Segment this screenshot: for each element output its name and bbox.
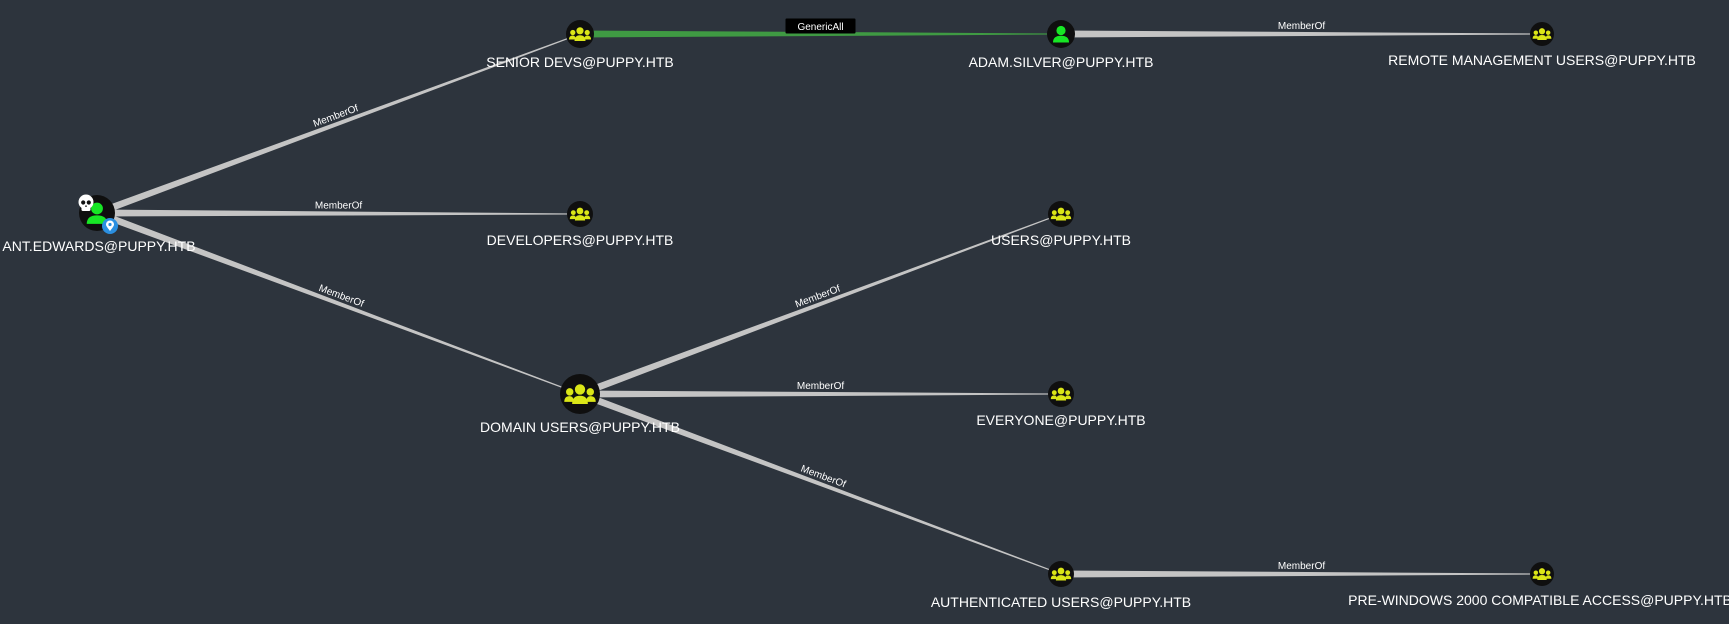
edge-ant-developers[interactable]: MemberOf [96, 200, 581, 217]
node-domainusers[interactable]: DOMAIN USERS@PUPPY.HTB [480, 374, 680, 435]
edge-authusers-prewin[interactable]: MemberOf [1061, 561, 1542, 578]
edge-label-group: MemberOf [1278, 21, 1325, 32]
user-icon [1053, 25, 1069, 43]
node-ant[interactable]: ANT.EDWARDS@PUPPY.HTB [2, 194, 196, 255]
edge-seniordevs-adam[interactable]: GenericAll [580, 18, 1061, 38]
node-label: ADAM.SILVER@PUPPY.HTB [969, 54, 1154, 70]
group-icon [1050, 567, 1072, 581]
edge-domainusers-everyone[interactable]: MemberOf [580, 381, 1061, 398]
edge-line[interactable] [580, 390, 1061, 398]
node-everyone[interactable]: EVERYONE@PUPPY.HTB [976, 381, 1146, 428]
node-developers[interactable]: DEVELOPERS@PUPPY.HTB [487, 201, 674, 248]
edge-label-group: GenericAll [785, 18, 856, 34]
edge-line[interactable] [95, 33, 581, 217]
node-label: DOMAIN USERS@PUPPY.HTB [480, 419, 680, 435]
edge-adam-remote[interactable]: MemberOf [1061, 21, 1542, 38]
edge-line[interactable] [1061, 30, 1542, 38]
node-authusers[interactable]: AUTHENTICATED USERS@PUPPY.HTB [931, 561, 1191, 610]
edge-label-group: MemberOf [315, 200, 362, 211]
node-label: AUTHENTICATED USERS@PUPPY.HTB [931, 594, 1191, 610]
edge-label: MemberOf [1278, 561, 1325, 572]
group-icon [569, 27, 591, 41]
group-icon [1050, 387, 1072, 401]
node-label: PRE-WINDOWS 2000 COMPATIBLE ACCESS@PUPPY… [1348, 592, 1729, 608]
edge-line[interactable] [96, 209, 581, 217]
edge-label: MemberOf [797, 381, 844, 392]
edge-line[interactable] [1061, 570, 1542, 578]
edge-label: MemberOf [315, 200, 362, 211]
node-label: DEVELOPERS@PUPPY.HTB [487, 232, 674, 248]
node-label: ANT.EDWARDS@PUPPY.HTB [2, 238, 195, 254]
group-icon [1532, 568, 1552, 580]
group-icon [1532, 28, 1552, 40]
node-users[interactable]: USERS@PUPPY.HTB [991, 201, 1131, 248]
node-remote[interactable]: REMOTE MANAGEMENT USERS@PUPPY.HTB [1388, 22, 1696, 68]
location-pin-icon [102, 218, 118, 234]
node-label: REMOTE MANAGEMENT USERS@PUPPY.HTB [1388, 52, 1696, 68]
node-adam[interactable]: ADAM.SILVER@PUPPY.HTB [969, 20, 1154, 70]
edge-line[interactable] [578, 390, 1062, 575]
edge-line[interactable] [578, 213, 1062, 398]
group-icon [1050, 207, 1072, 221]
edge-line[interactable] [95, 209, 581, 395]
group-icon [569, 207, 591, 221]
node-label: EVERYONE@PUPPY.HTB [976, 412, 1145, 428]
edge-line[interactable] [580, 30, 1061, 38]
edge-label-group: MemberOf [1278, 561, 1325, 572]
node-prewin[interactable]: PRE-WINDOWS 2000 COMPATIBLE ACCESS@PUPPY… [1348, 562, 1729, 608]
node-seniordevs[interactable]: SENIOR DEVS@PUPPY.HTB [486, 20, 674, 70]
edge-label-background [785, 18, 856, 34]
skull-icon [78, 194, 94, 211]
node-label: SENIOR DEVS@PUPPY.HTB [486, 54, 673, 70]
edge-label: MemberOf [1278, 21, 1325, 32]
edge-label-group: MemberOf [797, 381, 844, 392]
group-icon [564, 384, 596, 404]
edge-label: GenericAll [797, 22, 843, 33]
node-label: USERS@PUPPY.HTB [991, 232, 1131, 248]
user-icon [86, 202, 108, 224]
nodes-layer: ANT.EDWARDS@PUPPY.HTB SENIOR DEVS@PUPPY.H… [2, 20, 1729, 610]
